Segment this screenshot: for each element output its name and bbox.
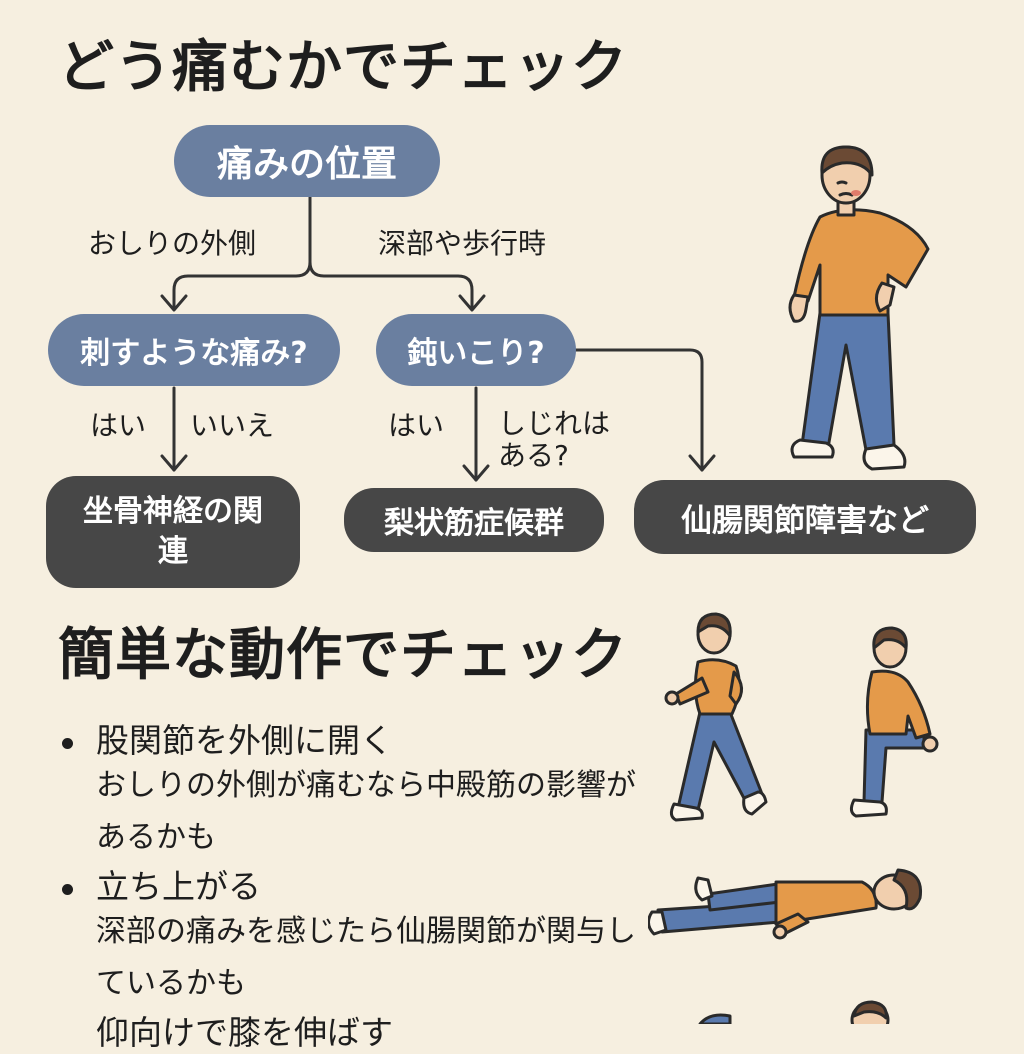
person-lying-down-illustration bbox=[648, 868, 923, 940]
answer-numbness-question: しじれは ある? bbox=[498, 407, 611, 473]
answer-yes-left: はい bbox=[90, 409, 147, 442]
result-node-piriformis: 梨状筋症候群 bbox=[344, 488, 604, 552]
branch-label-buttock-outer: おしりの外側 bbox=[88, 227, 257, 260]
check-item-1-title: 股関節を外側に開く bbox=[96, 721, 393, 760]
section-title-movement-check: 簡単な動作でチェック bbox=[58, 623, 628, 688]
flowchart-connectors bbox=[160, 193, 716, 482]
person-standing-hip-pain-illustration bbox=[788, 145, 930, 471]
bullet-dot-1 bbox=[62, 738, 73, 749]
question-node-stabbing: 刺すような痛み? bbox=[48, 314, 340, 386]
bullet-dot-2 bbox=[62, 884, 73, 895]
check-item-1-description: おしりの外側が痛むなら中殿筋の影響があるかも bbox=[96, 768, 636, 855]
person-lying-partial-illustration bbox=[698, 1000, 890, 1024]
check-item-2-title: 立ち上がる bbox=[96, 867, 261, 906]
answer-yes-right: はい bbox=[388, 409, 445, 442]
answer-no-left: いいえ bbox=[190, 409, 275, 442]
check-item-2-description: 深部の痛みを感じたら仙腸関節が関与しているかも bbox=[96, 914, 636, 1001]
question-node-dull: 鈍いこり? bbox=[376, 314, 576, 386]
person-sitting-illustration bbox=[849, 626, 939, 818]
result-node-sciatic: 坐骨神経の関連 bbox=[46, 476, 300, 588]
branch-label-deep-walking: 深部や歩行時 bbox=[378, 227, 547, 260]
result-node-sacroiliac: 仙腸関節障害など bbox=[634, 480, 976, 554]
flow-root-node: 痛みの位置 bbox=[174, 125, 440, 197]
person-walking-illustration bbox=[664, 612, 768, 822]
check-item-3-title: 仰向けで膝を伸ばす bbox=[96, 1013, 393, 1052]
section-title-pain-type: どう痛むかでチェック bbox=[58, 35, 628, 100]
